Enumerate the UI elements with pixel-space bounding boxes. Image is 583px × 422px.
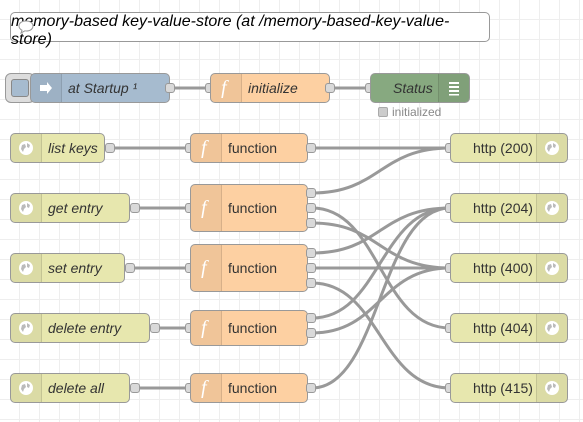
function-label: function xyxy=(228,200,278,216)
http-in-output-port[interactable] xyxy=(150,323,160,333)
function-label: function xyxy=(228,380,278,396)
globe-icon xyxy=(536,194,567,222)
function-icon: f xyxy=(191,134,222,162)
status-label: Status xyxy=(393,80,433,96)
function-output-port-3[interactable] xyxy=(306,218,316,228)
function-output-port-2[interactable] xyxy=(306,203,316,213)
function-output-port-1[interactable] xyxy=(306,188,316,198)
function-output-port[interactable] xyxy=(306,143,316,153)
status-dot-icon xyxy=(378,107,388,117)
function-icon: f xyxy=(191,185,222,231)
http-in-get-entry[interactable]: get entry xyxy=(10,193,130,223)
arrow-right-icon xyxy=(31,74,62,102)
function-icon: f xyxy=(191,245,222,291)
svg-text:f: f xyxy=(221,78,229,98)
inject-label: at Startup ¹ xyxy=(68,80,138,96)
http-response-415[interactable]: http (415) xyxy=(450,373,568,403)
http-in-output-port[interactable] xyxy=(130,383,140,393)
function-output-port-2[interactable] xyxy=(306,328,316,338)
http-in-label: delete entry xyxy=(48,320,122,336)
function-node-set-entry[interactable]: f function xyxy=(190,244,308,292)
svg-text:f: f xyxy=(201,198,209,218)
function-output-port-3[interactable] xyxy=(306,278,316,288)
svg-text:f: f xyxy=(201,378,209,398)
http-response-404[interactable]: http (404) xyxy=(450,313,568,343)
comment-icon xyxy=(11,13,41,41)
http-in-label: set entry xyxy=(48,260,102,276)
status-indicator: initialized xyxy=(378,105,441,119)
function-node-delete-entry[interactable]: f function xyxy=(190,310,308,346)
globe-icon xyxy=(11,254,42,282)
function-node-get-entry[interactable]: f function xyxy=(190,184,308,232)
globe-icon xyxy=(11,314,42,342)
http-in-label: list keys xyxy=(48,140,98,156)
initialize-label: initialize xyxy=(248,80,298,96)
http-in-delete-entry[interactable]: delete entry xyxy=(10,313,150,343)
initialize-function-node[interactable]: f initialize xyxy=(210,73,330,103)
wire-fn4-204 xyxy=(311,206,451,320)
http-response-label: http (415) xyxy=(473,380,533,396)
function-label: function xyxy=(228,260,278,276)
http-response-label: http (204) xyxy=(473,200,533,216)
http-response-200[interactable]: http (200) xyxy=(450,133,568,163)
http-in-output-port[interactable] xyxy=(125,263,135,273)
function-icon: f xyxy=(191,311,222,345)
status-debug-node[interactable]: Status xyxy=(370,73,470,103)
globe-icon xyxy=(536,134,567,162)
wire-fn2-400 xyxy=(311,221,451,270)
wire-fn2-200 xyxy=(311,146,451,195)
svg-text:f: f xyxy=(201,318,209,338)
function-output-port-1[interactable] xyxy=(306,313,316,323)
wire-fn3-415 xyxy=(311,281,451,390)
inject-trigger-indicator xyxy=(11,79,29,97)
http-response-label: http (404) xyxy=(473,320,533,336)
http-in-list-keys[interactable]: list keys xyxy=(10,133,105,163)
globe-icon xyxy=(536,374,567,402)
svg-text:f: f xyxy=(201,258,209,278)
http-in-label: get entry xyxy=(48,200,103,216)
initialize-output-port[interactable] xyxy=(325,83,335,93)
status-text: initialized xyxy=(392,105,442,119)
http-in-set-entry[interactable]: set entry xyxy=(10,253,125,283)
http-response-label: http (200) xyxy=(473,140,533,156)
globe-icon xyxy=(11,374,42,402)
function-output-port[interactable] xyxy=(306,383,316,393)
globe-icon xyxy=(11,194,42,222)
globe-icon xyxy=(536,314,567,342)
function-label: function xyxy=(228,320,278,336)
wire-fn3-204 xyxy=(311,206,451,255)
globe-icon xyxy=(536,254,567,282)
svg-text:f: f xyxy=(201,138,209,158)
http-response-label: http (400) xyxy=(473,260,533,276)
function-label: function xyxy=(228,140,278,156)
function-output-port-2[interactable] xyxy=(306,263,316,273)
http-response-400[interactable]: http (400) xyxy=(450,253,568,283)
http-in-output-port[interactable] xyxy=(105,143,115,153)
inject-output-port[interactable] xyxy=(165,83,175,93)
inject-startup-node[interactable]: at Startup ¹ xyxy=(30,73,170,103)
http-in-output-port[interactable] xyxy=(130,203,140,213)
function-icon: f xyxy=(191,374,222,402)
function-output-port-1[interactable] xyxy=(306,248,316,258)
http-response-204[interactable]: http (204) xyxy=(450,193,568,223)
comment-text: memory-based key-value-store (at /memory… xyxy=(11,13,450,48)
function-icon: f xyxy=(211,74,242,102)
list-icon xyxy=(438,74,469,102)
http-in-label: delete all xyxy=(48,380,105,396)
function-node-list-keys[interactable]: f function xyxy=(190,133,308,163)
function-node-delete-all[interactable]: f function xyxy=(190,373,308,403)
comment-node[interactable]: memory-based key-value-store (at /memory… xyxy=(10,12,490,48)
wire-fn5-204 xyxy=(311,206,451,390)
http-in-delete-all[interactable]: delete all xyxy=(10,373,130,403)
globe-icon xyxy=(11,134,42,162)
